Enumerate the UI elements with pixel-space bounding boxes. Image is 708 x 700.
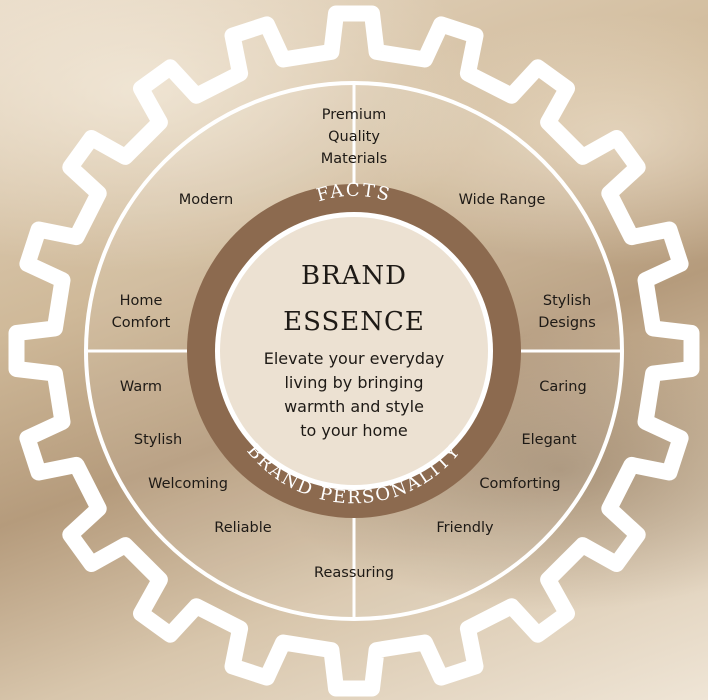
fact-modern: Modern: [179, 192, 233, 208]
essence-tagline-4: to your home: [300, 421, 408, 440]
trait-warm: Warm: [120, 379, 162, 395]
trait-caring: Caring: [539, 379, 586, 395]
fact-comfort: Comfort: [112, 315, 171, 331]
trait-elegant: Elegant: [521, 432, 576, 448]
fact-stylish: Stylish: [543, 293, 591, 309]
essence-tagline-2: living by bringing: [284, 373, 423, 392]
essence-tagline-1: Elevate your everyday: [264, 349, 445, 368]
gear-outline: [8, 5, 700, 697]
fact-materials: Materials: [321, 151, 387, 167]
trait-comforting: Comforting: [479, 476, 560, 492]
fact-designs: Designs: [538, 315, 596, 331]
trait-stylish: Stylish: [134, 432, 182, 448]
fact-premium: Premium: [322, 107, 387, 123]
essence-title-line2: ESSENCE: [283, 307, 425, 337]
essence-title-line1: BRAND: [301, 261, 407, 291]
trait-friendly: Friendly: [436, 520, 494, 536]
fact-wide-range: Wide Range: [459, 192, 546, 208]
essence-tagline-3: warmth and style: [284, 397, 424, 416]
essence-circle: [220, 217, 488, 485]
trait-welcoming: Welcoming: [148, 476, 228, 492]
fact-home: Home: [120, 293, 163, 309]
trait-reassuring: Reassuring: [314, 565, 394, 581]
trait-reliable: Reliable: [214, 520, 272, 536]
fact-quality: Quality: [328, 129, 380, 145]
